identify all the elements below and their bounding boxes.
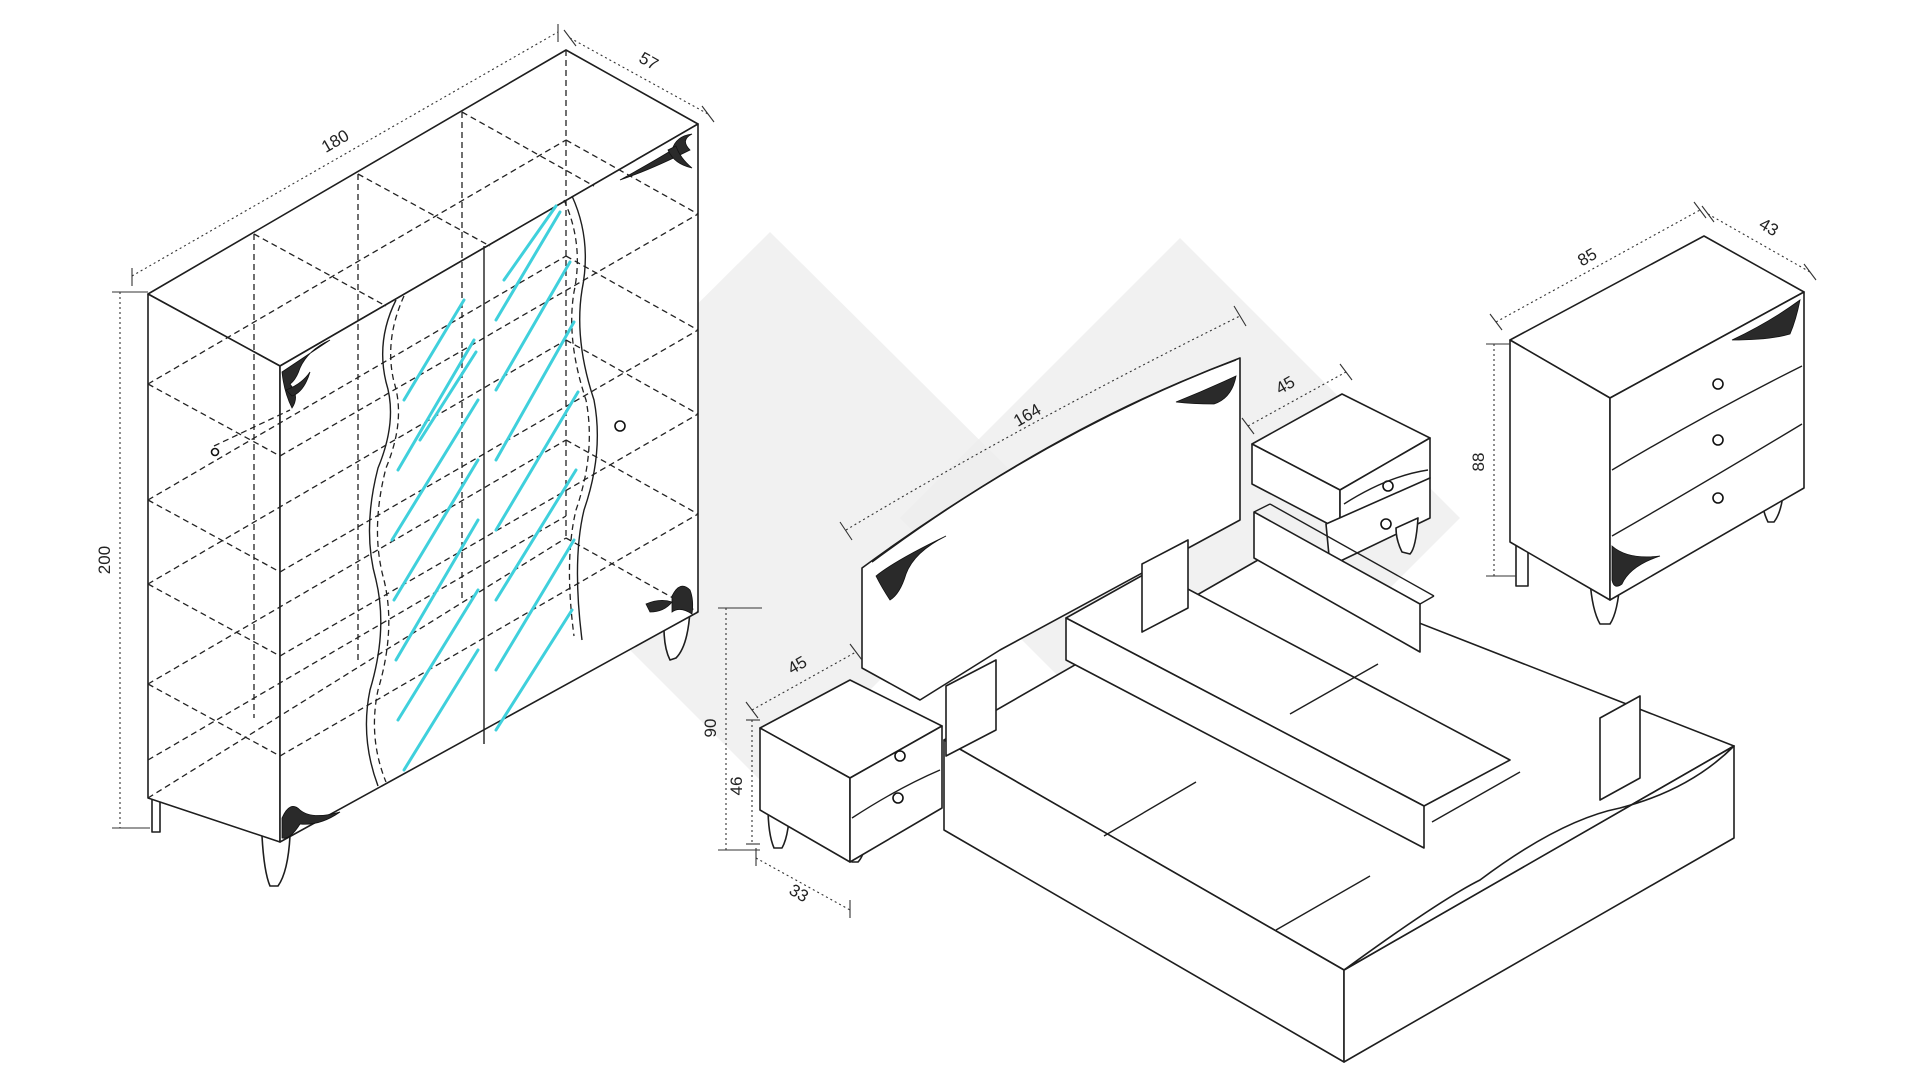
nightstand-front-depth-label: 33: [786, 880, 812, 906]
knob-icon: [892, 792, 904, 804]
ornament-icon: [619, 133, 693, 181]
dresser-width-label: 85: [1574, 244, 1600, 270]
dresser-depth-dimension: [1701, 205, 1817, 281]
knob-icon: [1712, 492, 1724, 504]
wardrobe: 180 57 200: [95, 24, 715, 887]
wardrobe-leg-left: [261, 835, 291, 887]
bed-support-block: [1141, 539, 1189, 633]
wardrobe-door-stitch: [373, 295, 405, 783]
dresser-height-label: 88: [1469, 453, 1488, 472]
ornament-icon: [281, 806, 341, 839]
ornament-icon: [645, 585, 694, 615]
bed-rail-right: [1253, 511, 1421, 653]
wardrobe-door-divider-right: [571, 195, 599, 641]
wardrobe-width-dimension: [131, 24, 559, 286]
wardrobe-side: [147, 293, 281, 843]
nightstand-front: [759, 679, 943, 863]
dresser-front: [1609, 291, 1805, 601]
knob-icon: [210, 447, 220, 457]
ornament-icon: [1731, 299, 1801, 341]
knob-icon: [894, 750, 906, 762]
knob-icon: [1380, 518, 1392, 530]
nightstand-back: [1251, 393, 1431, 567]
wardrobe-door-divider-left: [365, 299, 397, 787]
wardrobe-width-label: 180: [318, 126, 352, 157]
bed: [861, 357, 1735, 1063]
ornament-icon: [1611, 545, 1661, 587]
dresser: [1509, 235, 1805, 625]
ornament-icon: [281, 339, 331, 409]
knob-icon: [1712, 378, 1724, 390]
nightstand-front-body-height-dimension: [746, 719, 760, 845]
nightstand-front-body-height-label: 46: [727, 777, 746, 796]
nightstand-front-height-label: 90: [701, 719, 720, 738]
ornament-icon: [875, 535, 947, 601]
nightstand-front-height-dimension: [718, 607, 762, 851]
wardrobe-height-label: 200: [95, 546, 114, 574]
bed-support-block: [945, 659, 997, 757]
nightstand-front-depth-dimension: [755, 848, 851, 918]
knob-icon: [1712, 434, 1724, 446]
ornament-icon: [1175, 375, 1237, 405]
dresser-height-dimension: [1486, 343, 1516, 577]
dresser-width-dimension: [1489, 201, 1707, 331]
wardrobe-depth-label: 57: [636, 48, 662, 74]
headboard-width-dimension: [839, 305, 1247, 541]
wardrobe-depth-dimension: [563, 29, 715, 123]
knob-icon: [614, 420, 626, 432]
bed-centre-rail-side: [1065, 617, 1425, 849]
wardrobe-leg-back: [151, 797, 161, 833]
bed-support-block: [1599, 695, 1641, 801]
nightstand-back-width-dimension: [1241, 363, 1353, 435]
wardrobe-leg-right: [663, 609, 691, 661]
wardrobe-glass: [390, 204, 580, 772]
wardrobe-hidden-lines: [147, 50, 699, 799]
bed-foot-curve: [1343, 745, 1735, 971]
wardrobe-height-dimension: [112, 291, 150, 829]
nightstand-front-width-dimension: [745, 643, 863, 719]
dresser-depth-label: 43: [1756, 214, 1782, 240]
